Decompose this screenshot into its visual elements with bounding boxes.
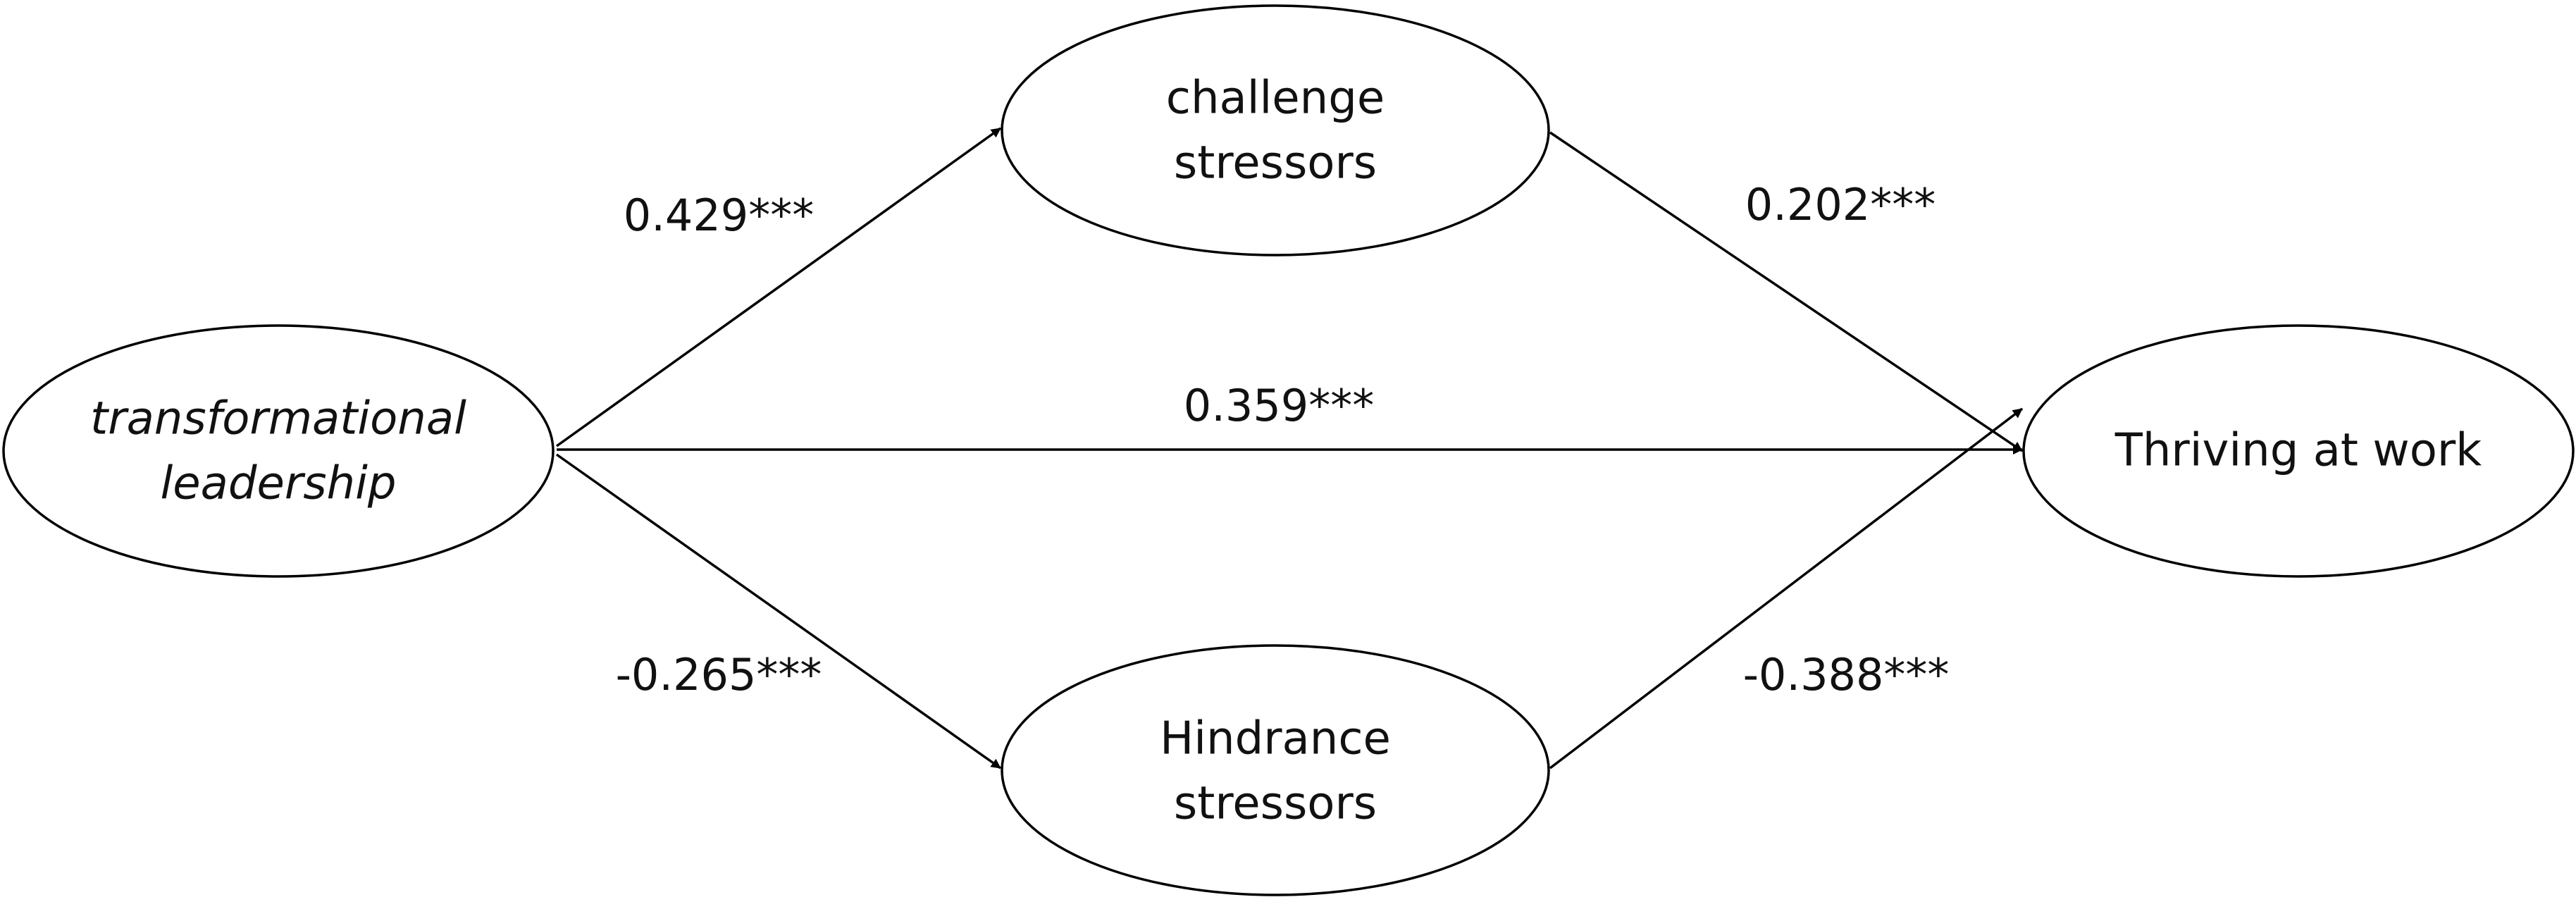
node-thriving-at-work: Thriving at work — [2022, 324, 2575, 578]
label-hindrance-to-thriving: -0.388*** — [1743, 649, 1950, 700]
node-thriving-at-work-shape — [2022, 324, 2575, 578]
edge-transformational-to-hindrance — [555, 453, 1002, 770]
edge-hindrance-to-thriving — [1549, 407, 2024, 770]
edge-labels: 0.429*** 0.202*** 0.359*** -0.265*** -0.… — [616, 179, 1950, 700]
node-challenge-stressors-shape — [1001, 4, 1550, 257]
label-transformational-to-hindrance: -0.265*** — [616, 649, 822, 700]
label-transformational-to-challenge: 0.429*** — [624, 190, 815, 241]
node-hindrance-stressors-line1: Hindrance — [1160, 713, 1391, 765]
node-challenge-stressors: challenge stressors — [1001, 4, 1550, 257]
edge-transformational-to-challenge — [555, 127, 1002, 447]
node-transformational-leadership: transformational leadership — [2, 324, 555, 578]
node-challenge-stressors-line2: stressors — [1174, 137, 1377, 190]
node-transformational-leadership-shape — [2, 324, 555, 578]
node-thriving-at-work-label: Thriving at work — [2114, 425, 2482, 477]
edge-challenge-to-thriving — [1549, 131, 2023, 452]
node-transformational-leadership-line1: transformational — [90, 393, 466, 445]
label-challenge-to-thriving: 0.202*** — [1745, 179, 1936, 230]
node-challenge-stressors-line1: challenge — [1166, 73, 1385, 125]
edges — [555, 127, 2024, 770]
node-hindrance-stressors: Hindrance stressors — [1001, 644, 1550, 896]
node-hindrance-stressors-shape — [1001, 644, 1550, 896]
node-transformational-leadership-line2: leadership — [161, 458, 397, 510]
node-hindrance-stressors-line2: stressors — [1174, 778, 1377, 830]
label-transformational-to-thriving: 0.359*** — [1184, 380, 1375, 431]
